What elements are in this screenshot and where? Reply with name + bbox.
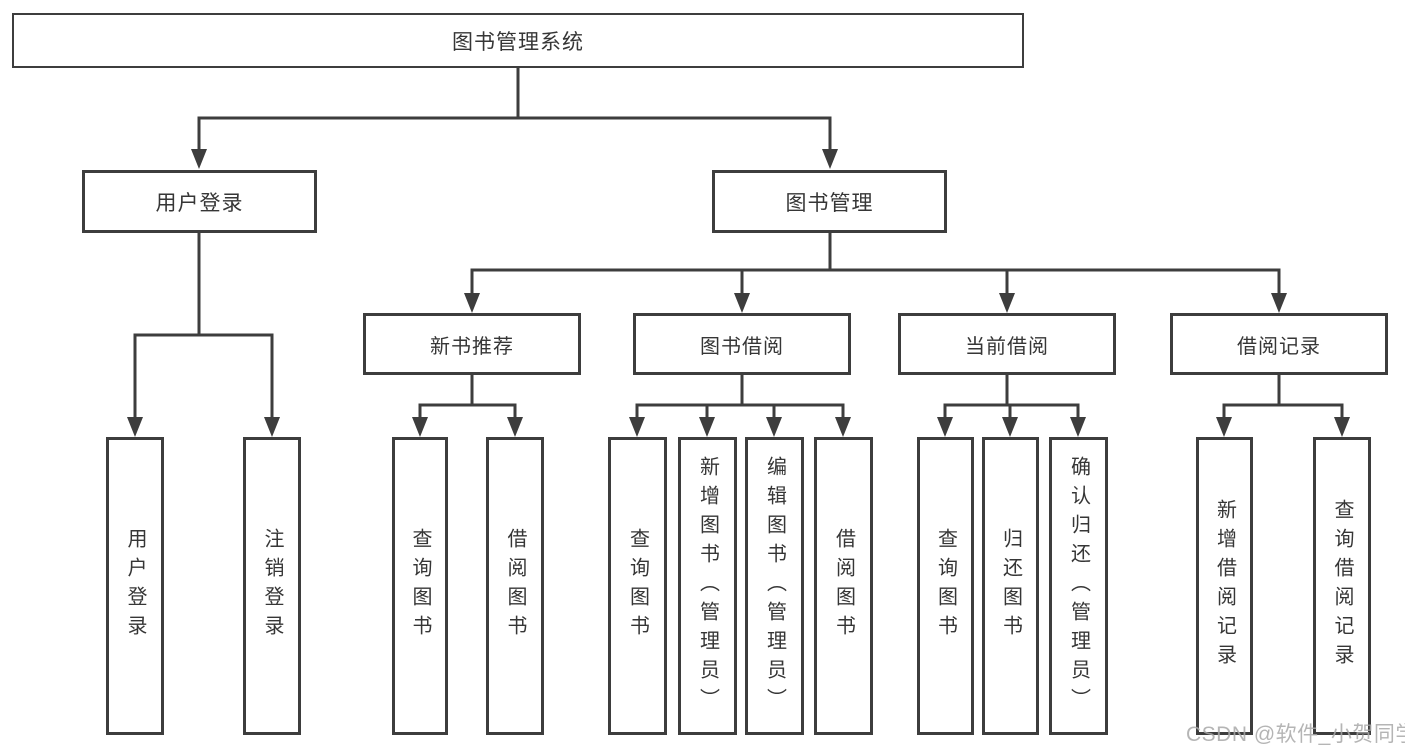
node-book-borrow: 图书借阅 [633, 313, 851, 375]
leaf-current-query-books: 查询图书 [917, 437, 974, 735]
leaf-borrow-query-books: 查询图书 [608, 437, 667, 735]
leaf-query-borrow-record: 查询借阅记录 [1313, 437, 1371, 735]
node-new-book-recommend: 新书推荐 [363, 313, 581, 375]
leaf-recommend-borrow-books-label: 借阅图书 [504, 528, 526, 644]
leaf-confirm-return-admin-label: 确认归还（管理员） [1067, 455, 1090, 717]
leaf-logout: 注销登录 [243, 437, 301, 735]
leaf-return-book: 归还图书 [982, 437, 1039, 735]
node-borrow-records: 借阅记录 [1170, 313, 1388, 375]
leaf-recommend-query-books: 查询图书 [392, 437, 448, 735]
leaf-borrow-book-label: 借阅图书 [832, 528, 855, 644]
leaf-borrow-query-books-label: 查询图书 [626, 528, 649, 644]
leaf-current-query-books-label: 查询图书 [934, 528, 957, 644]
node-user-login: 用户登录 [82, 170, 317, 233]
leaf-add-borrow-record: 新增借阅记录 [1196, 437, 1253, 735]
leaf-user-login: 用户登录 [106, 437, 164, 735]
leaf-add-book-admin-label: 新增图书（管理员） [696, 455, 719, 717]
leaf-confirm-return-admin: 确认归还（管理员） [1049, 437, 1108, 735]
node-current-borrow: 当前借阅 [898, 313, 1116, 375]
leaf-recommend-query-books-label: 查询图书 [409, 528, 431, 644]
leaf-borrow-book: 借阅图书 [814, 437, 873, 735]
leaf-add-borrow-record-label: 新增借阅记录 [1213, 499, 1236, 673]
node-library-management-system: 图书管理系统 [12, 13, 1024, 68]
leaf-user-login-label: 用户登录 [124, 528, 146, 644]
leaf-query-borrow-record-label: 查询借阅记录 [1331, 499, 1353, 673]
leaf-return-book-label: 归还图书 [999, 528, 1022, 644]
leaf-edit-book-admin-label: 编辑图书（管理员） [763, 455, 786, 717]
leaf-logout-label: 注销登录 [261, 528, 283, 644]
leaf-edit-book-admin: 编辑图书（管理员） [745, 437, 804, 735]
leaf-add-book-admin: 新增图书（管理员） [678, 437, 737, 735]
csdn-watermark: CSDN @软件_小贺同学 [1186, 723, 1405, 746]
leaf-recommend-borrow-books: 借阅图书 [486, 437, 544, 735]
node-book-management: 图书管理 [712, 170, 947, 233]
